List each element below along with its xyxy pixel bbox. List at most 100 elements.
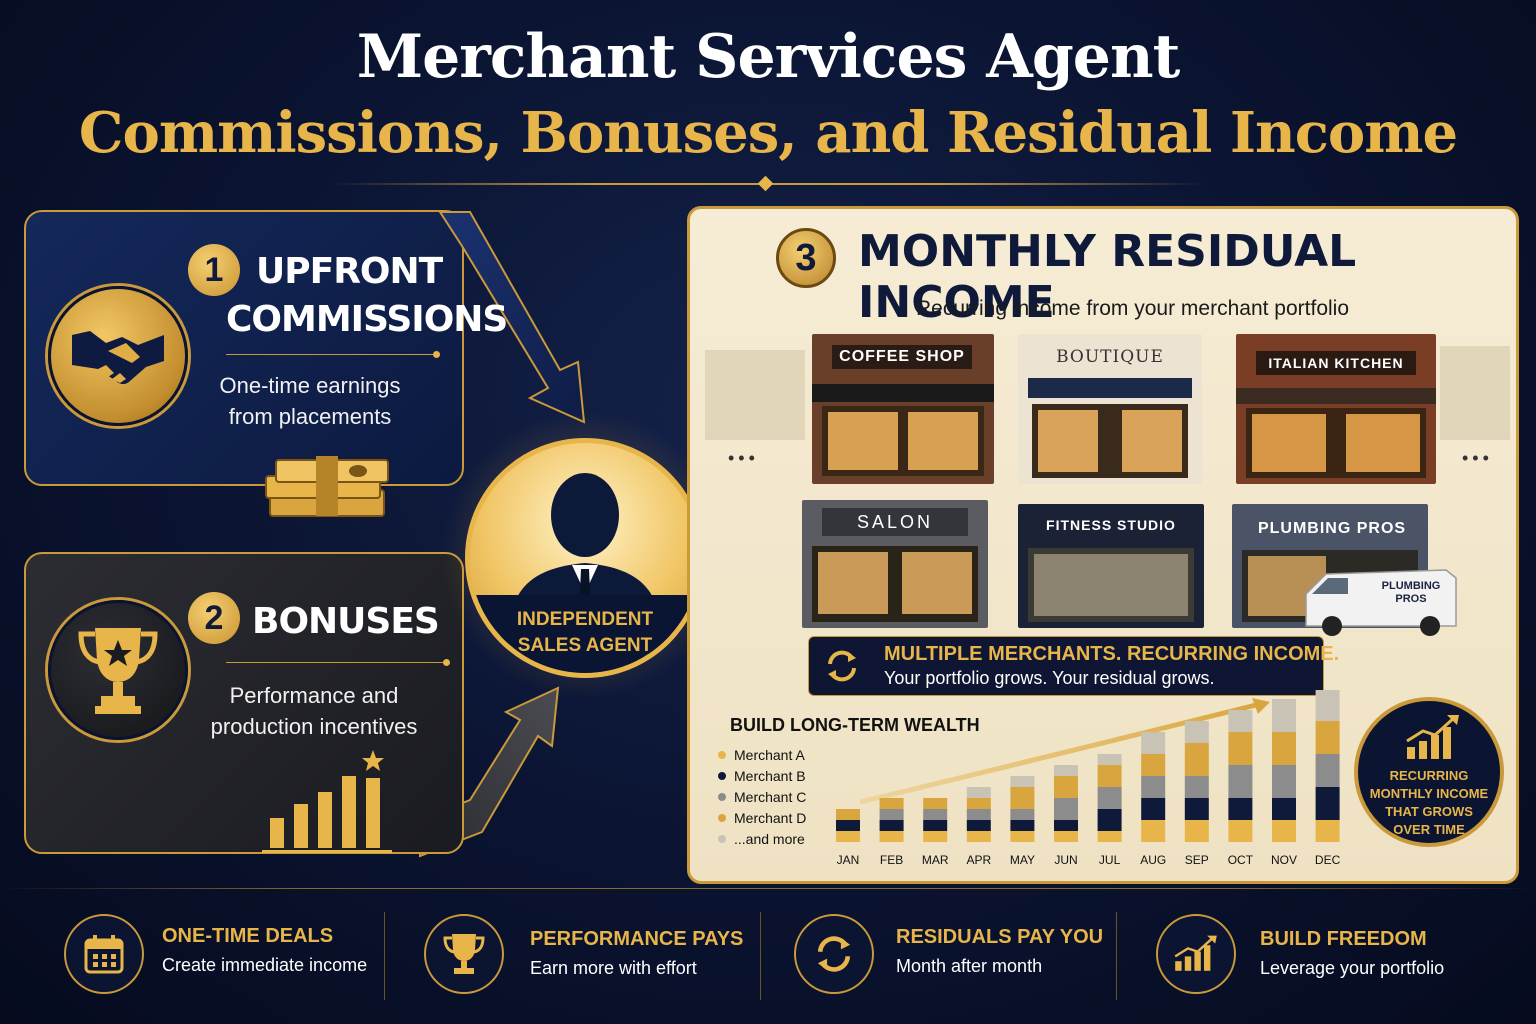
trophy-icon — [48, 600, 188, 740]
bar-segment-sep-3 — [1184, 776, 1209, 798]
bar-segment-may-1 — [1010, 831, 1035, 842]
card1-text-line1: One-time earnings — [219, 373, 401, 398]
bar-segment-jul-3 — [1097, 787, 1122, 809]
bar-segment-aug-4 — [1141, 754, 1166, 776]
card1-rule — [226, 351, 440, 358]
cash-stack-icon — [262, 448, 392, 527]
bar-segment-jun-5 — [1054, 765, 1078, 776]
step-2-badge: 2 — [188, 592, 240, 644]
bar-segment-may-4 — [1010, 787, 1035, 809]
banner-headline: MULTIPLE MERCHANTS. RECURRING INCOME. — [884, 643, 1340, 665]
x-tick-label-apr: APR — [966, 853, 991, 867]
banner-subline: Your portfolio grows. Your residual grow… — [884, 668, 1215, 688]
van-label-line1: PLUMBING — [1381, 580, 1441, 592]
store-sign-fitness-studio: FITNESS STUDIO — [1046, 517, 1176, 533]
bar-segment-feb-4 — [879, 798, 904, 809]
legend-swatch-d — [718, 814, 726, 822]
bar-segment-sep-2 — [1184, 798, 1209, 820]
bottom-item1-head: ONE-TIME DEALS — [162, 925, 334, 947]
bar-segment-may-2 — [1010, 820, 1035, 831]
bar-segment-jan-2 — [836, 820, 860, 831]
bar-segment-jul-4 — [1097, 765, 1122, 787]
bar-segment-sep-5 — [1184, 721, 1209, 743]
store-italian-kitchen — [1236, 334, 1436, 484]
card2-text-line1: Performance and — [229, 683, 399, 708]
bar-segment-oct-2 — [1228, 798, 1253, 820]
legend-merchant-b: Merchant B — [718, 767, 806, 785]
x-tick-label-oct: OCT — [1228, 853, 1254, 867]
bar-segment-may-3 — [1010, 809, 1035, 820]
bottom-separator-2 — [760, 912, 761, 1000]
calendar-icon — [64, 914, 144, 994]
x-tick-label-may: MAY — [1010, 853, 1035, 867]
legend-swatch-b — [718, 772, 726, 780]
multiple-merchants-banner — [808, 636, 1324, 696]
bar-segment-aug-5 — [1141, 732, 1166, 754]
bar-segment-dec-2 — [1315, 787, 1340, 820]
bottom-item2-sub: Earn more with effort — [530, 958, 697, 978]
bar-segment-apr-2 — [966, 820, 991, 831]
bar-segment-jul-5 — [1097, 754, 1122, 765]
bar-segment-jun-3 — [1054, 798, 1078, 820]
bottom-item2-head: PERFORMANCE PAYS — [530, 928, 744, 950]
x-tick-label-sep: SEP — [1185, 853, 1209, 867]
bar-segment-jun-2 — [1054, 820, 1078, 831]
x-tick-label-nov: NOV — [1271, 853, 1297, 867]
van-label: PLUMBING PROS — [1376, 580, 1446, 606]
residual-title: MONTHLY RESIDUAL INCOME — [858, 226, 1357, 328]
bar-segment-apr-4 — [966, 798, 991, 809]
callout-line1: RECURRING — [1389, 768, 1469, 783]
legend-merchant-d: Merchant D — [718, 809, 806, 827]
bottom-item4-sub: Leverage your portfolio — [1260, 958, 1445, 978]
callout-line3: THAT GROWS — [1385, 804, 1473, 819]
card2-heading: BONUSES — [252, 601, 440, 642]
growth-chart-icon — [1156, 914, 1236, 994]
callout-line4: OVER TIME — [1393, 822, 1465, 837]
bottom-item1-sub: Create immediate income — [162, 955, 368, 975]
card1-heading-line1: UPFRONT — [256, 251, 443, 292]
x-tick-label-jul: JUL — [1099, 853, 1121, 867]
agent-label: INDEPENDENT SALES AGENT — [470, 595, 700, 673]
bar-segment-jan-4 — [836, 809, 860, 820]
van-label-line2: PROS — [1395, 593, 1427, 605]
bar-segment-jul-1 — [1097, 831, 1122, 842]
card1-heading-line2: COMMISSIONS — [226, 299, 508, 340]
bar-segment-dec-5 — [1315, 690, 1340, 721]
more-right-dots: ••• — [1462, 448, 1493, 468]
bar-segment-dec-4 — [1315, 721, 1340, 754]
bar-segment-sep-1 — [1184, 820, 1209, 842]
bar-segment-may-5 — [1010, 776, 1035, 787]
bottom-item4-head: BUILD FREEDOM — [1260, 928, 1427, 950]
legend-merchant-a: Merchant A — [718, 746, 805, 764]
residual-subtitle: Recurring income from your merchant port… — [916, 297, 1350, 320]
bottom-separator-3 — [1116, 912, 1117, 1000]
legend-swatch-more — [718, 835, 726, 843]
bar-segment-dec-1 — [1315, 820, 1340, 842]
bar-segment-mar-3 — [923, 809, 948, 820]
bar-segment-apr-1 — [966, 831, 991, 842]
legend-label-b: Merchant B — [734, 768, 806, 784]
store-sign-salon: SALON — [822, 508, 968, 536]
legend-swatch-a — [718, 751, 726, 759]
x-tick-label-jan: JAN — [837, 853, 860, 867]
bar-segment-aug-1 — [1141, 820, 1166, 842]
bottom-item3-sub: Month after month — [896, 956, 1043, 976]
x-tick-label-mar: MAR — [922, 853, 949, 867]
trophy-icon — [424, 914, 504, 994]
bar-segment-nov-5 — [1272, 699, 1296, 732]
main-subtitle: Commissions, Bonuses, and Residual Incom… — [78, 100, 1458, 166]
growth-chart-icon — [1406, 715, 1459, 759]
plumbing-van — [1302, 564, 1462, 645]
recurring-arrows-icon — [822, 646, 862, 691]
x-tick-label-aug: AUG — [1140, 853, 1166, 867]
bottom-separator-1 — [384, 912, 385, 1000]
bar-segment-apr-3 — [966, 809, 991, 820]
bottom-item3-head: RESIDUALS PAY YOU — [896, 926, 1104, 948]
background-building-left — [705, 350, 805, 440]
more-left-dots: ••• — [728, 448, 759, 468]
trend-arrow-line — [859, 701, 1261, 805]
bar-segment-feb-1 — [879, 831, 904, 842]
handshake-icon — [48, 286, 188, 426]
bar-growth-icon — [262, 748, 392, 861]
bar-segment-oct-5 — [1228, 710, 1253, 732]
